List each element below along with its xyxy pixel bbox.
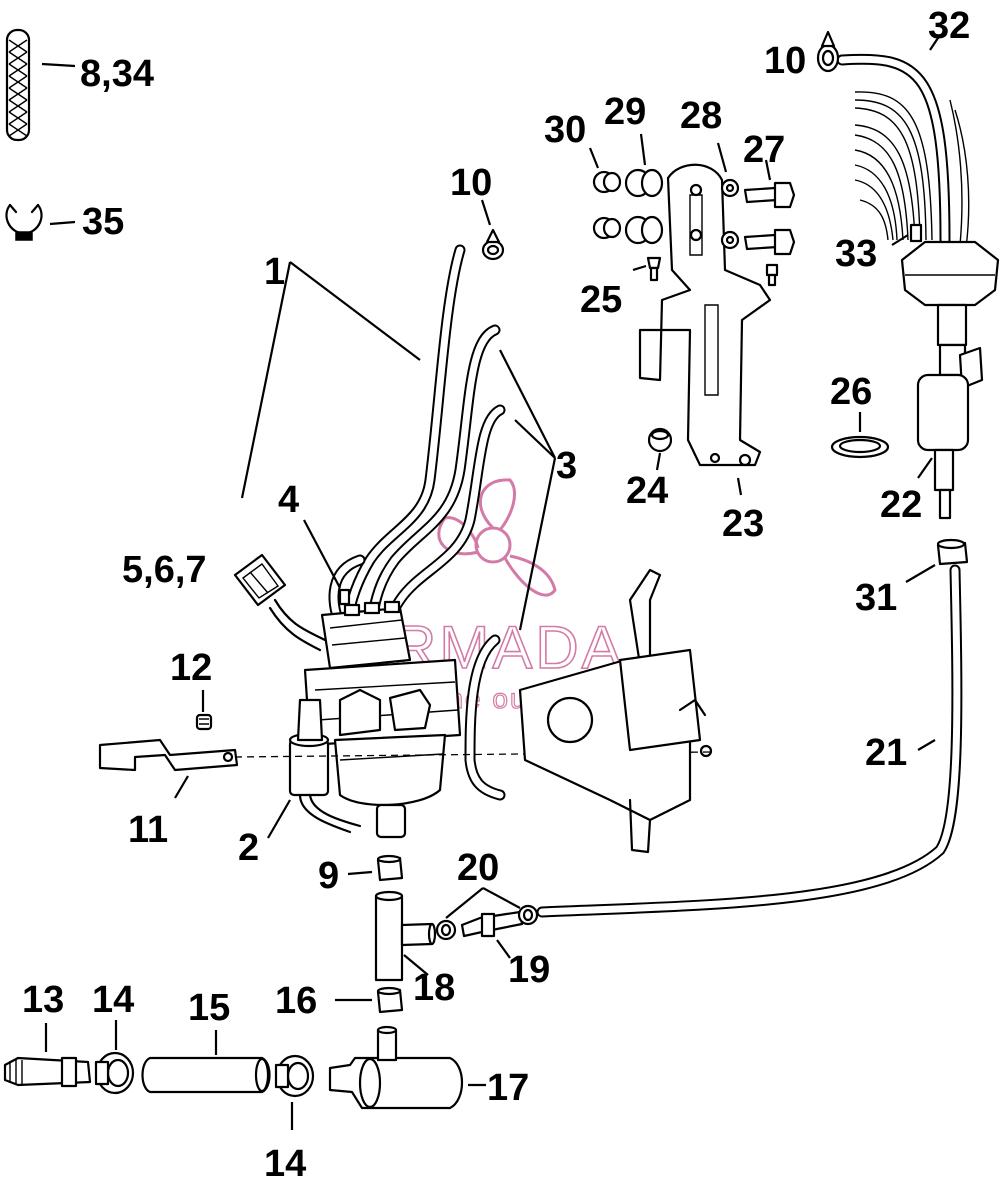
part-clamp-9 bbox=[376, 854, 404, 882]
part-screw-4 bbox=[338, 588, 351, 606]
part-hose-15 bbox=[141, 1056, 271, 1094]
part-pump-assembly-2 bbox=[288, 600, 462, 839]
callout-31: 31 bbox=[855, 577, 897, 619]
part-clamp-14-right bbox=[274, 1054, 315, 1098]
part-clip-35 bbox=[5, 203, 43, 241]
part-washer-28 bbox=[720, 178, 740, 250]
callout-15: 15 bbox=[188, 987, 230, 1029]
callout-35: 35 bbox=[82, 201, 124, 243]
part-clamp-20-left bbox=[435, 919, 457, 941]
part-bolt-27 bbox=[743, 181, 796, 287]
callout-24: 24 bbox=[626, 470, 668, 512]
callout-16: 16 bbox=[275, 980, 317, 1022]
callout-27: 27 bbox=[743, 129, 785, 171]
callout-4: 4 bbox=[278, 479, 299, 521]
callout-21: 21 bbox=[865, 732, 907, 774]
part-fitting-13 bbox=[3, 1056, 92, 1088]
callout-13: 13 bbox=[22, 979, 64, 1021]
callout-26: 26 bbox=[830, 371, 872, 413]
part-clamp-10-b bbox=[816, 30, 840, 73]
part-bushing-29 bbox=[624, 168, 664, 245]
callout-33: 33 bbox=[835, 233, 877, 275]
part-clamp-31 bbox=[936, 538, 969, 566]
part-sleeve-8-34 bbox=[5, 28, 31, 142]
part-o-ring-26 bbox=[830, 435, 890, 459]
part-screw-25 bbox=[646, 256, 662, 282]
callout-8-34: 8,34 bbox=[80, 53, 154, 95]
callout-22: 22 bbox=[880, 484, 922, 526]
part-connector-19 bbox=[460, 910, 524, 938]
part-fitting-33 bbox=[909, 223, 923, 243]
callout-1: 1 bbox=[264, 251, 285, 293]
part-connector-5-6-7 bbox=[233, 553, 327, 652]
callout-29: 29 bbox=[604, 91, 646, 133]
callout-17: 17 bbox=[487, 1067, 529, 1109]
part-bracket-11 bbox=[98, 738, 239, 772]
callout-9: 9 bbox=[318, 855, 339, 897]
part-fitting-17 bbox=[328, 1025, 463, 1110]
callout-5-6-7: 5,6,7 bbox=[122, 549, 207, 591]
callout-20: 20 bbox=[457, 847, 499, 889]
callout-19: 19 bbox=[508, 949, 550, 991]
callout-32: 32 bbox=[928, 5, 970, 47]
callout-12: 12 bbox=[170, 647, 212, 689]
part-clamp-10-a bbox=[481, 228, 505, 261]
callout-14-b: 14 bbox=[264, 1143, 306, 1185]
callout-10-b: 10 bbox=[764, 40, 806, 82]
part-clamp-14-left bbox=[94, 1051, 135, 1095]
callout-2: 2 bbox=[238, 827, 259, 869]
part-hose-bundle-32 bbox=[836, 53, 970, 249]
callout-28: 28 bbox=[680, 95, 722, 137]
part-bracket-23 bbox=[638, 163, 772, 467]
part-screw-12 bbox=[195, 713, 213, 731]
callout-14-a: 14 bbox=[92, 979, 134, 1021]
part-hose-21 bbox=[536, 564, 963, 918]
part-clamp-20-right bbox=[517, 904, 539, 926]
callout-18: 18 bbox=[413, 967, 455, 1009]
part-mounting-plate bbox=[518, 568, 713, 854]
callout-25: 25 bbox=[580, 279, 622, 321]
part-clamp-16 bbox=[376, 986, 404, 1014]
callout-23: 23 bbox=[722, 503, 764, 545]
callout-30: 30 bbox=[544, 109, 586, 151]
part-grommet-24 bbox=[647, 427, 673, 453]
part-tee-18 bbox=[374, 890, 437, 982]
callout-11: 11 bbox=[128, 809, 168, 851]
part-spacer-30 bbox=[592, 170, 622, 240]
part-fuel-pump-22 bbox=[900, 240, 1000, 520]
callout-3: 3 bbox=[556, 445, 577, 487]
callout-10-a: 10 bbox=[450, 162, 492, 204]
